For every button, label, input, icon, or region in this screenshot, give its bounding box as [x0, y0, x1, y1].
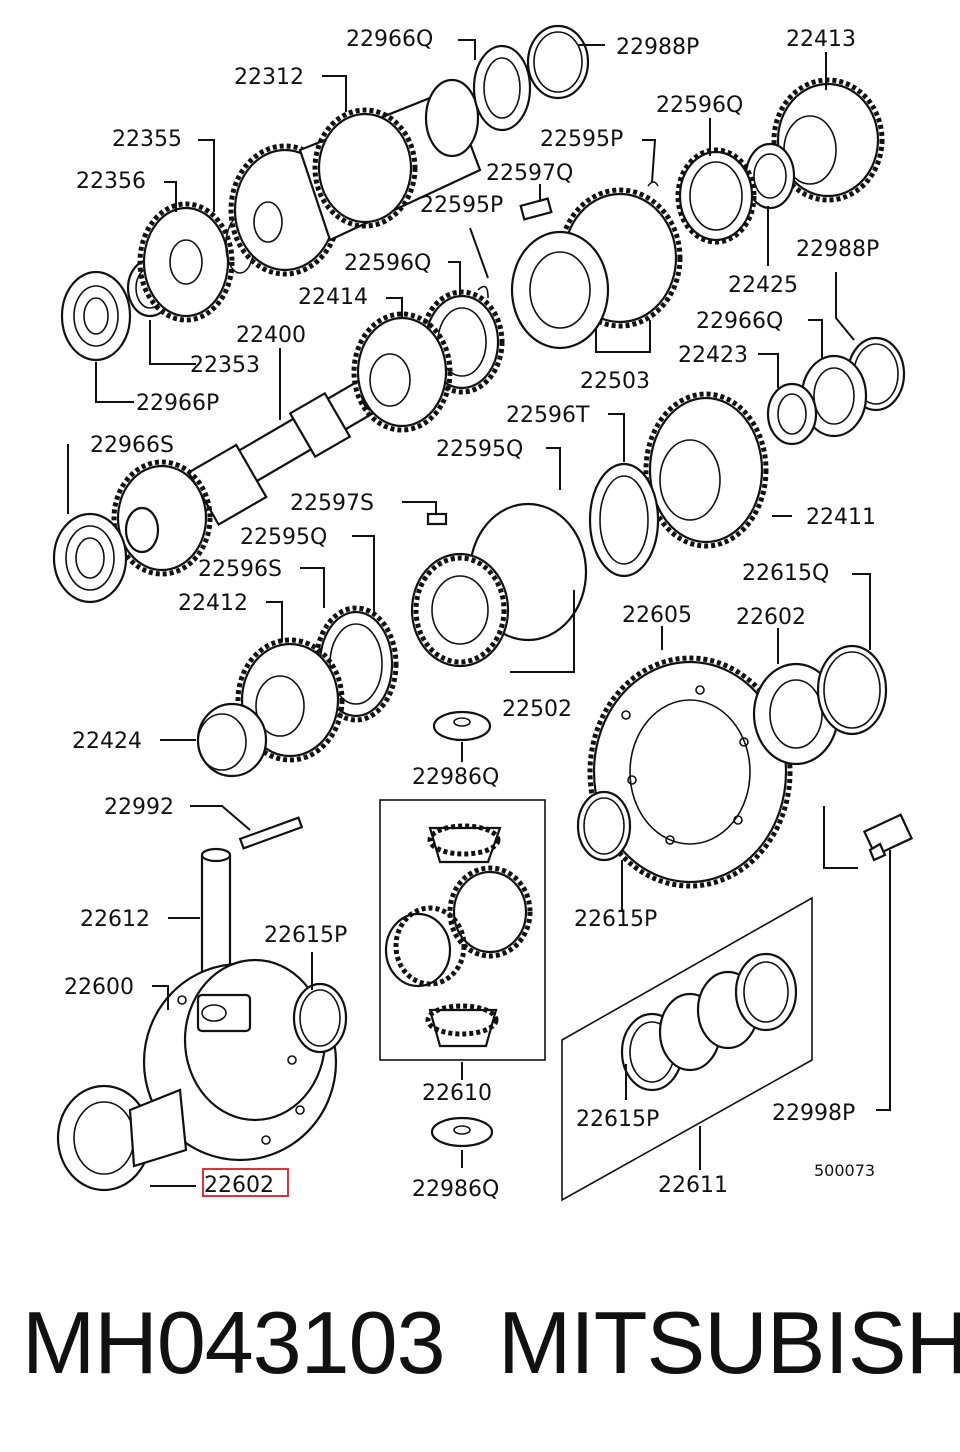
shim-22615Q [816, 644, 888, 736]
callout-22615P-left: 22615P [264, 923, 347, 948]
callout-22615P-right: 22615P [574, 907, 657, 932]
synchro-ring-22596Q-right [675, 147, 757, 245]
gear-22411 [643, 391, 769, 549]
gear-22356 [137, 201, 235, 323]
highlight-box [202, 1168, 289, 1197]
callout-22597S: 22597S [290, 491, 374, 516]
pin-22992 [238, 816, 304, 850]
callout-22502: 22502 [502, 697, 572, 722]
callout-22597Q: 22597Q [486, 161, 573, 186]
callout-22966Q-right: 22966Q [696, 309, 783, 334]
washer-22986Q-top [432, 710, 492, 742]
callout-22600: 22600 [64, 975, 134, 1000]
spring-22595P-mid [477, 285, 489, 299]
callout-22595P-right: 22595P [540, 127, 623, 152]
synchronizer-22502 [410, 502, 588, 668]
brand-name: MITSUBISHI [498, 1293, 960, 1392]
callout-22612: 22612 [80, 907, 150, 932]
callout-22424: 22424 [72, 729, 142, 754]
product-caption: MH043103 MITSUBISHI [0, 1288, 960, 1398]
callout-22355: 22355 [112, 127, 182, 152]
callout-22423: 22423 [678, 343, 748, 368]
final-gear-22605 [587, 655, 793, 889]
bearing-22966Q-top [472, 44, 532, 132]
leader-lines [67, 39, 891, 1187]
part-drawings [52, 24, 914, 1202]
shim-22988P-top [526, 24, 590, 100]
callout-22414: 22414 [298, 285, 368, 310]
callout-22988P-top: 22988P [616, 35, 699, 60]
synchronizer-22503 [510, 187, 683, 350]
callout-22966P: 22966P [136, 391, 219, 416]
bearing-22966P [60, 270, 132, 362]
callout-22966Q-top: 22966Q [346, 27, 433, 52]
gear-22412 [235, 637, 345, 763]
callout-22615Q: 22615Q [742, 561, 829, 586]
shim-kit-22611 [561, 896, 813, 1202]
gear-22312 [228, 78, 482, 277]
callout-22596T: 22596T [506, 403, 590, 428]
callout-22595P-mid: 22595P [420, 193, 503, 218]
callout-22602-highlighted: 22602 [204, 1173, 274, 1198]
callout-22605: 22605 [622, 603, 692, 628]
spring-22595P [647, 181, 659, 187]
bushing-22424 [196, 702, 268, 778]
differential-case-22600 [142, 958, 338, 1162]
callout-22602-right: 22602 [736, 605, 806, 630]
callout-22986Q-top: 22986Q [412, 765, 499, 790]
synchro-ring-22596T [588, 462, 660, 578]
callout-22400: 22400 [236, 323, 306, 348]
callout-22992: 22992 [104, 795, 174, 820]
callout-22503: 22503 [580, 369, 650, 394]
gear-22413 [771, 77, 885, 203]
diff-gear-set-22610 [379, 799, 546, 1061]
callout-22988P-right: 22988P [796, 237, 879, 262]
callout-22412: 22412 [178, 591, 248, 616]
bearing-22966S [52, 512, 128, 604]
shim-22615P-right [576, 790, 632, 862]
callout-22615P-kit: 22615P [576, 1107, 659, 1132]
callout-22596S: 22596S [198, 557, 282, 582]
callout-22611: 22611 [658, 1173, 728, 1198]
pinion-shaft-22612 [200, 847, 232, 980]
shaft-drive-gear [111, 459, 213, 577]
callout-22595Q-left: 22595Q [240, 525, 327, 550]
callout-22596Q-mid: 22596Q [344, 251, 431, 276]
callout-22595Q-right: 22595Q [436, 437, 523, 462]
callout-22356: 22356 [76, 169, 146, 194]
part-number: MH043103 [22, 1293, 446, 1392]
callout-labels: 22966Q 22988P 22413 22312 22596Q 22355 2… [64, 27, 879, 1202]
callout-22411: 22411 [806, 505, 876, 530]
key-22597S [426, 512, 448, 526]
callout-22986Q-bottom: 22986Q [412, 1177, 499, 1202]
washer-22986Q-bottom [430, 1116, 494, 1148]
gear-22414 [351, 311, 453, 433]
diagram-code: 500073 [814, 1161, 875, 1180]
callout-22610: 22610 [422, 1081, 492, 1106]
bolt-22998P [862, 813, 914, 862]
callout-22413: 22413 [786, 27, 856, 52]
bearing-22966Q-right [800, 354, 868, 438]
parts-diagram: 22966Q 22988P 22413 22312 22596Q 22355 2… [52, 24, 914, 1202]
callout-22966S: 22966S [90, 433, 174, 458]
callout-22998P: 22998P [772, 1101, 855, 1126]
shim-22615P-left [292, 982, 348, 1054]
callout-22596Q-right: 22596Q [656, 93, 743, 118]
callout-22425: 22425 [728, 273, 798, 298]
bearing-22602-left [56, 1084, 188, 1192]
bushing-22423 [766, 382, 818, 446]
callout-22353: 22353 [190, 353, 260, 378]
callout-22312: 22312 [234, 65, 304, 90]
key-22597Q [519, 197, 553, 221]
